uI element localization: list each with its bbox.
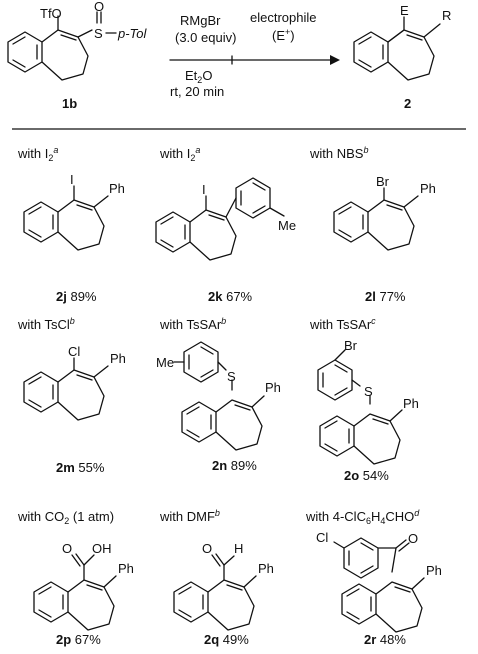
sulfur-label: S: [94, 26, 103, 41]
grignard-reagent: RMgBr: [180, 13, 221, 28]
compound-yield-2m: 2m 55%: [56, 460, 105, 475]
panel-header-2q: with DMFb: [159, 508, 220, 524]
tol-label: p-Tol: [117, 26, 148, 41]
atom-h: H: [234, 541, 243, 556]
panel-header-2n: with TsSArb: [159, 316, 226, 332]
atom-ph: Ph: [426, 563, 442, 578]
conditions: rt, 20 min: [170, 84, 224, 99]
atom-i: I: [202, 182, 206, 197]
compound-yield-2j: 2j 89%: [56, 289, 97, 304]
atom-o: O: [202, 541, 212, 556]
atom-s: S: [364, 384, 373, 399]
compound-yield-2k: 2k 67%: [208, 289, 253, 304]
atom-cl: Cl: [68, 344, 80, 359]
atom-oh: OH: [92, 541, 112, 556]
electrophile-symbol: (E+): [272, 27, 295, 43]
compound-yield-2l: 2l 77%: [365, 289, 406, 304]
atom-ph: Ph: [118, 561, 134, 576]
e-label: E: [400, 3, 409, 18]
starting-material-1b: TfO S O p-Tol 1b: [7, 0, 148, 111]
panel-header-2r: with 4-ClC6H4CHOd: [305, 508, 420, 526]
atom-ph: Ph: [403, 396, 419, 411]
atom-me: Me: [278, 218, 296, 233]
panel-header-2o: with TsSArc: [309, 316, 376, 332]
compound-yield-2o: 2o 54%: [344, 468, 389, 483]
atom-o: O: [62, 541, 72, 556]
atom-ph: Ph: [420, 181, 436, 196]
atom-br: Br: [344, 338, 358, 353]
structure-2p: O OH Ph: [33, 541, 134, 631]
structure-2k: I Me: [155, 177, 296, 261]
compound-yield-2q: 2q 49%: [204, 632, 249, 647]
atom-ph: Ph: [109, 181, 125, 196]
atom-i: I: [70, 172, 74, 187]
r-label: R: [442, 8, 451, 23]
compound-label-1b: 1b: [62, 96, 77, 111]
structure-2j: I Ph: [23, 172, 125, 251]
structure-2l: Br Ph: [333, 174, 436, 251]
structure-2q: O H Ph: [173, 541, 274, 631]
oxygen-label: O: [94, 0, 104, 14]
reagent-equiv: (3.0 equiv): [175, 30, 236, 45]
structure-2m: Cl Ph: [23, 344, 126, 421]
atom-cl: Cl: [316, 530, 328, 545]
atom-me: Me: [156, 355, 174, 370]
electrophile-name: electrophile: [250, 10, 317, 25]
atom-br: Br: [376, 174, 390, 189]
atom-ph: Ph: [265, 380, 281, 395]
panel-header-2k: with I2a: [159, 145, 200, 163]
structure-2n: Me S Ph: [156, 341, 281, 451]
solvent: Et2O: [185, 68, 212, 85]
product-2: E R 2: [353, 3, 451, 111]
compound-yield-2p: 2p 67%: [56, 632, 101, 647]
compound-label-2: 2: [404, 96, 411, 111]
atom-o: O: [408, 531, 418, 546]
tfo-label: TfO: [40, 6, 62, 21]
panel-header-2l: with NBSb: [309, 145, 368, 161]
atom-ph: Ph: [258, 561, 274, 576]
structure-2r: Cl O Ph: [316, 530, 442, 633]
atom-ph: Ph: [110, 351, 126, 366]
atom-s: S: [227, 369, 236, 384]
panel-header-2m: with TsClb: [17, 316, 75, 332]
reaction-arrow: [169, 55, 340, 65]
panel-header-2j: with I2a: [17, 145, 58, 163]
compound-yield-2r: 2r 48%: [364, 632, 406, 647]
compound-yield-2n: 2n 89%: [212, 458, 257, 473]
structure-2o: Br S Ph: [317, 338, 419, 465]
panel-header-2p: with CO2 (1 atm): [17, 509, 114, 526]
